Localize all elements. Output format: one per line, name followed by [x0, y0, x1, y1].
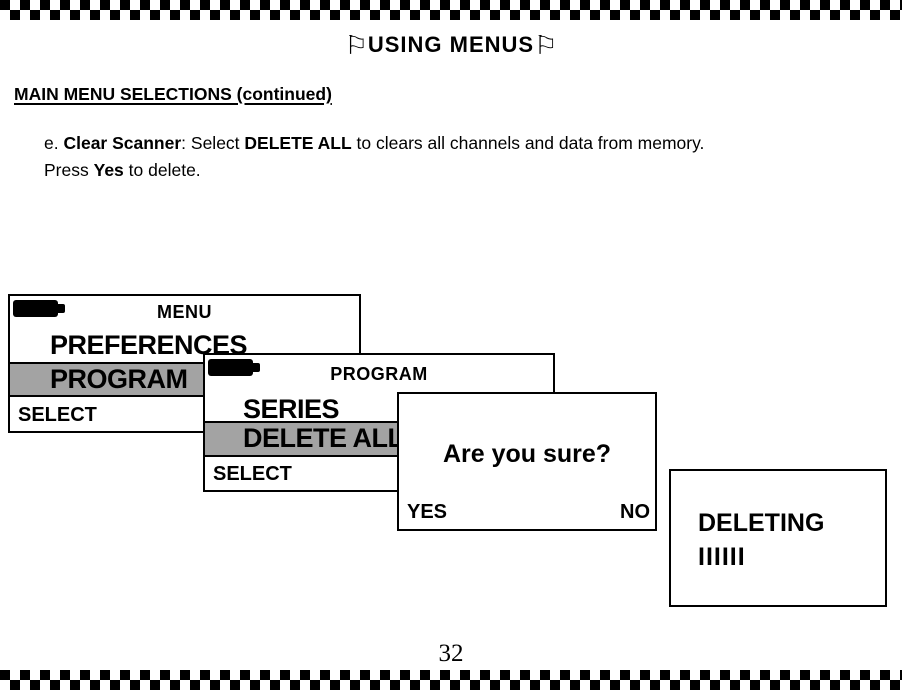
screen-header: PROGRAM [330, 364, 428, 384]
page-title-text: USING MENUS [367, 32, 535, 57]
keyword-yes: Yes [93, 160, 124, 180]
deleting-label: DELETING [698, 509, 825, 537]
term-clear-scanner: Clear Scanner [63, 133, 182, 153]
body-text: : Select [181, 133, 245, 153]
body-text: Press [44, 160, 94, 180]
menu-item-program-selected: PROGRAM [50, 364, 188, 394]
confirm-message: Are you sure? [442, 440, 612, 468]
page-title: ⚐USING MENUS⚐ [0, 30, 902, 61]
section-heading: MAIN MENU SELECTIONS (continued) [14, 84, 332, 104]
softkey-select: SELECT [213, 463, 292, 485]
battery-icon [13, 300, 65, 317]
body-text: to clears all channels and data from mem… [351, 133, 705, 153]
softkey-yes: YES [407, 501, 448, 523]
body-text: to delete. [123, 160, 201, 180]
body-paragraph: e. Clear Scanner: Select DELETE ALL to c… [44, 130, 874, 184]
screen-header: MENU [157, 302, 212, 322]
checkered-border-top [0, 0, 902, 20]
list-item-prefix: e. [44, 133, 64, 153]
menu-item-series: SERIES [243, 394, 340, 424]
lcd-screen-deleting: DELETING IIIIII [669, 469, 887, 607]
page-number: 32 [438, 640, 464, 667]
flag-icon: ⚐ [344, 30, 368, 60]
battery-icon [208, 359, 260, 376]
progress-bars: IIIIII [698, 543, 746, 571]
softkey-select: SELECT [18, 404, 97, 426]
lcd-screen-confirm: Are you sure? YES NO [397, 392, 657, 531]
keyword-delete-all: DELETE ALL [244, 133, 352, 153]
checkered-border-bottom [0, 670, 902, 690]
flag-icon: ⚐ [534, 30, 558, 60]
softkey-no: NO [620, 501, 650, 523]
menu-item-delete-all-selected: DELETE ALL [243, 423, 404, 453]
